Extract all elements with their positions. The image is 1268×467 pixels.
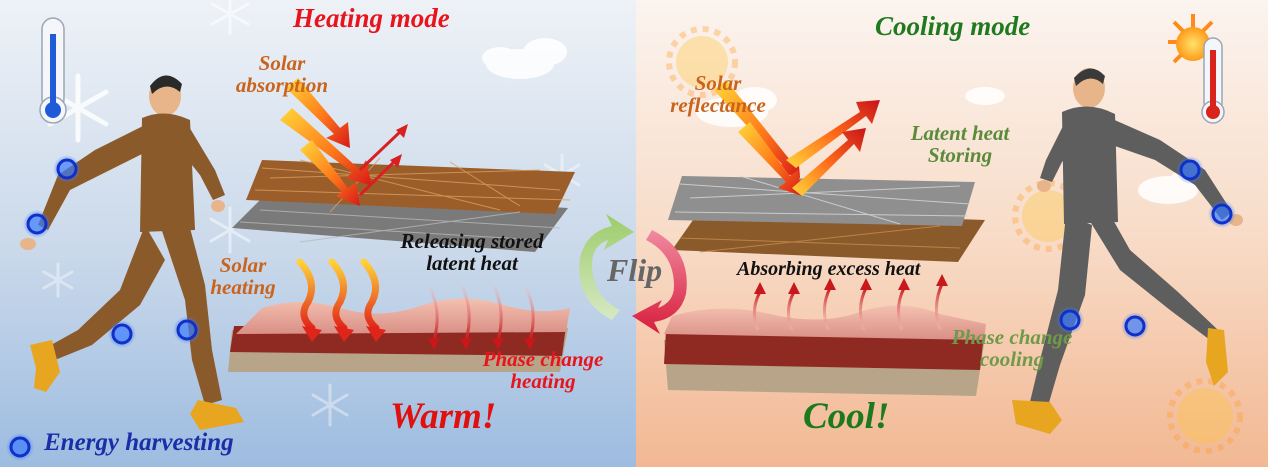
solar-reflectance-line1: Solar	[694, 71, 742, 95]
solar-heating-line1: Solar	[219, 253, 267, 277]
energy-harvesting-legend: Energy harvesting	[44, 429, 234, 456]
pc-cooling-line2: cooling	[979, 347, 1045, 372]
pc-heating-line1: Phase change	[482, 347, 604, 371]
thermometer-hot-icon	[1201, 37, 1225, 124]
pc-heating-line2: heating	[510, 369, 576, 394]
flip-label: Flip	[607, 252, 663, 288]
sweating-sun-face-icon	[666, 26, 1243, 454]
heat-absorption-arrows	[753, 274, 948, 331]
solar-heating-arrowheads	[302, 326, 386, 342]
solar-absorption-label: Solar absorption	[232, 52, 332, 96]
solar-heating-label: Solar heating	[204, 254, 282, 298]
cool-label: Cool!	[803, 396, 890, 437]
fiber-mat-cooling	[668, 175, 985, 262]
solar-reflectance-line2: reflectance	[670, 93, 766, 118]
thermometer-cold-icon	[39, 17, 67, 124]
phase-change-heating-arrows	[428, 285, 536, 350]
releasing-line1: Releasing stored	[400, 229, 544, 253]
pc-cooling-line1: Phase change	[951, 325, 1073, 349]
releasing-latent-heat-label: Releasing stored latent heat	[382, 230, 562, 274]
latent-storing-line2: Storing	[927, 143, 993, 168]
skin-block-cooling	[664, 305, 986, 396]
energy-harvest-circles	[6, 155, 1236, 461]
heating-mode-title: Heating mode	[293, 3, 450, 33]
phase-change-cooling-label: Phase change cooling	[937, 326, 1087, 370]
solar-heating-line2: heating	[210, 275, 276, 300]
cooling-mode-title: Cooling mode	[875, 11, 1031, 41]
phase-change-heating-label: Phase change heating	[470, 348, 616, 392]
solar-rays-absorbed	[280, 78, 408, 206]
solar-heating-arrows	[296, 258, 380, 332]
absorbing-excess-heat-label: Absorbing excess heat	[737, 258, 921, 280]
solar-absorption-line1: Solar	[258, 51, 306, 75]
warm-label: Warm!	[390, 396, 497, 437]
person-heating-mode	[20, 75, 244, 430]
releasing-line2: latent heat	[426, 251, 518, 276]
flip-arrow-icon	[579, 214, 687, 334]
sun-icon	[1168, 14, 1214, 64]
fiber-mat-heating	[232, 157, 575, 252]
solar-absorption-line2: absorption	[235, 73, 329, 98]
latent-storing-line1: Latent heat	[910, 121, 1010, 145]
skin-block-heating	[228, 298, 570, 372]
solar-rays-reflected	[714, 80, 880, 196]
solar-reflectance-label: Solar reflectance	[668, 72, 768, 116]
latent-heat-storing-label: Latent heat Storing	[895, 122, 1025, 166]
